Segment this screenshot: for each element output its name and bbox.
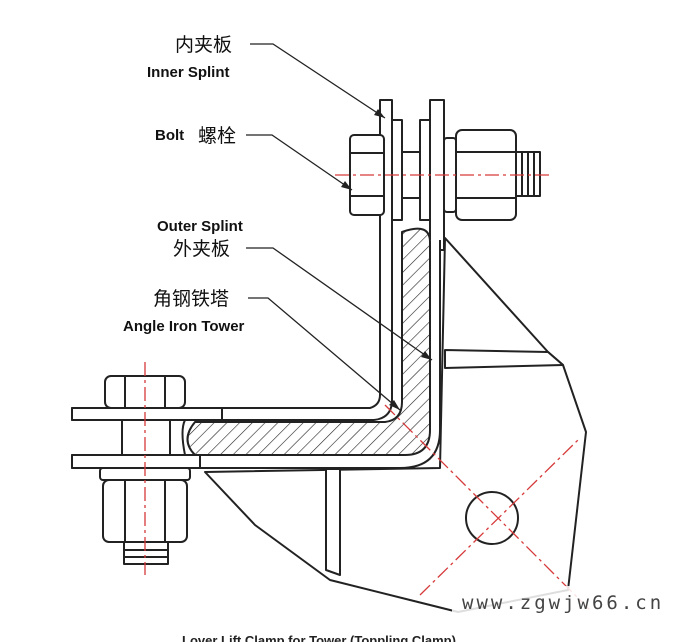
leader-inner-splint [250, 43, 386, 119]
leader-bolt [246, 134, 353, 191]
leader-angle-tower [248, 297, 401, 411]
label-outer-splint-en: Outer Splint [157, 218, 243, 235]
caption: Lover Lift Clamp for Tower (Toppling Cla… [182, 633, 456, 642]
leader-outer-splint [246, 247, 433, 361]
hole-centerline-1 [384, 404, 591, 611]
label-angle-tower-en: Angle Iron Tower [123, 318, 245, 335]
label-outer-splint-cn: 外夹板 [173, 238, 230, 260]
horizontal-splint-bottom [71, 454, 201, 469]
label-bolt-en: Bolt [155, 127, 184, 144]
stiffener-rib [444, 349, 564, 369]
vertical-spacer [391, 119, 403, 221]
clamp-hole [465, 491, 519, 545]
horizontal-splint-top [71, 407, 223, 421]
arrow-outer-splint [421, 351, 432, 360]
label-angle-tower-cn: 角钢铁塔 [153, 288, 229, 310]
support-web [325, 470, 341, 576]
vertical-spacer-2 [419, 119, 431, 221]
label-bolt-cn: 螺栓 [198, 125, 236, 147]
hole-centerline-2 [419, 439, 579, 596]
angle-iron-inner-edge [200, 240, 393, 421]
arrow-bolt [341, 181, 352, 190]
watermark: www.zgwjw66.cn [462, 592, 664, 614]
label-inner-splint-en: Inner Splint [147, 64, 230, 81]
label-inner-splint-cn: 内夹板 [175, 34, 232, 56]
arrow-angle-tower [389, 400, 400, 410]
arrow-inner-splint [374, 109, 385, 118]
watermark-bg [452, 586, 688, 616]
